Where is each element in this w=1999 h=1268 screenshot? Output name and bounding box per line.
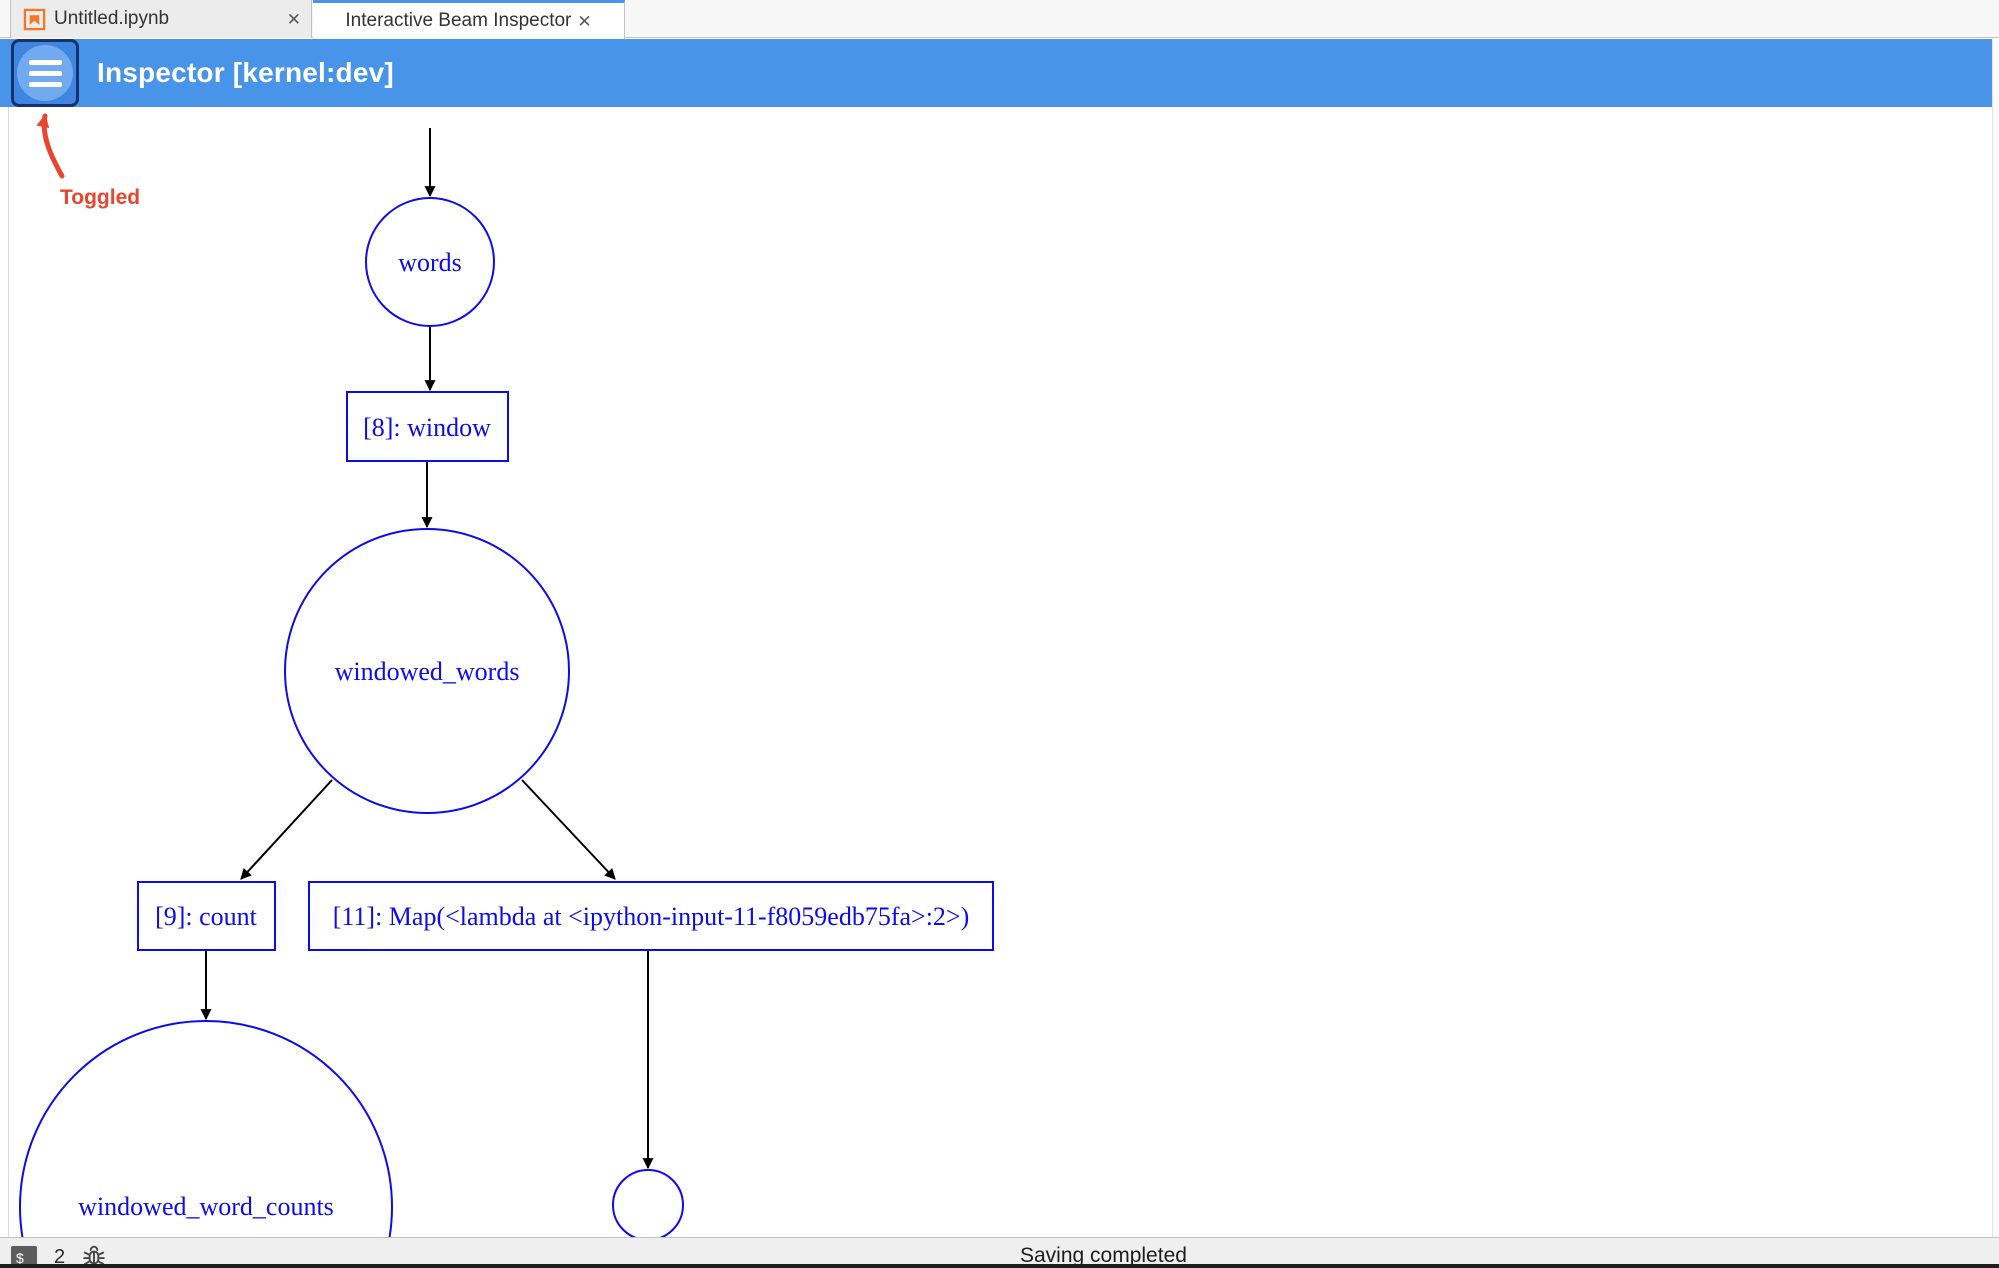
tab-untitled-notebook[interactable]: Untitled.ipynb ✕ [10,0,312,38]
node-window-label: [8]: window [363,413,491,442]
edge-windowedwords-map [521,779,616,880]
node-map-label: [11]: Map(<lambda at <ipython-input-11-f… [333,902,970,931]
node-words-circle[interactable] [365,197,495,327]
svg-text:$: $ [16,1250,24,1266]
node-windowed-words-circle[interactable] [284,528,570,814]
inspector-header: Inspector [kernel:dev] [0,39,1993,107]
node-map-box[interactable] [308,881,994,951]
close-icon[interactable]: ✕ [577,11,592,31]
menu-toggle-button[interactable] [11,39,79,107]
node-count-label: [9]: count [155,902,258,931]
node-count-box[interactable] [137,881,276,951]
tab-label: Untitled.ipynb [54,8,170,29]
node-words-label: words [398,248,462,277]
terminal-count[interactable]: 2 [54,1245,66,1268]
annotation-toggled-label: Toggled [60,186,141,209]
status-left-items: $ 2 [10,1244,107,1268]
window-bottom-edge [0,1264,1999,1268]
close-icon[interactable]: ✕ [286,9,301,29]
page-title: Inspector [kernel:dev] [97,57,394,88]
node-unnamed-pcollection-circle[interactable] [612,1169,684,1241]
node-windowed-words-label: windowed_words [335,657,520,686]
node-windowed-word-counts-circle[interactable] [19,1020,393,1268]
status-bar: $ 2 Saving completed [0,1237,1999,1268]
node-window-box[interactable] [346,391,509,462]
left-panel-rule [8,107,9,1237]
tab-bar: Untitled.ipynb ✕ Interactive Beam Inspec… [0,0,1999,39]
hamburger-icon [17,45,73,101]
bug-icon[interactable] [81,1244,107,1268]
save-status-message: Saving completed [1020,1244,1187,1267]
notebook-icon [23,8,46,30]
tab-interactive-beam-inspector[interactable]: Interactive Beam Inspector ✕ [313,0,625,39]
tab-label: Interactive Beam Inspector [345,10,572,31]
annotation-arrow [36,113,65,179]
edge-windowedwords-count [240,779,333,880]
terminal-icon[interactable]: $ [10,1245,38,1268]
node-windowed-word-counts-label: windowed_word_counts [78,1192,334,1221]
right-scroll-gutter[interactable] [1992,38,1999,1237]
